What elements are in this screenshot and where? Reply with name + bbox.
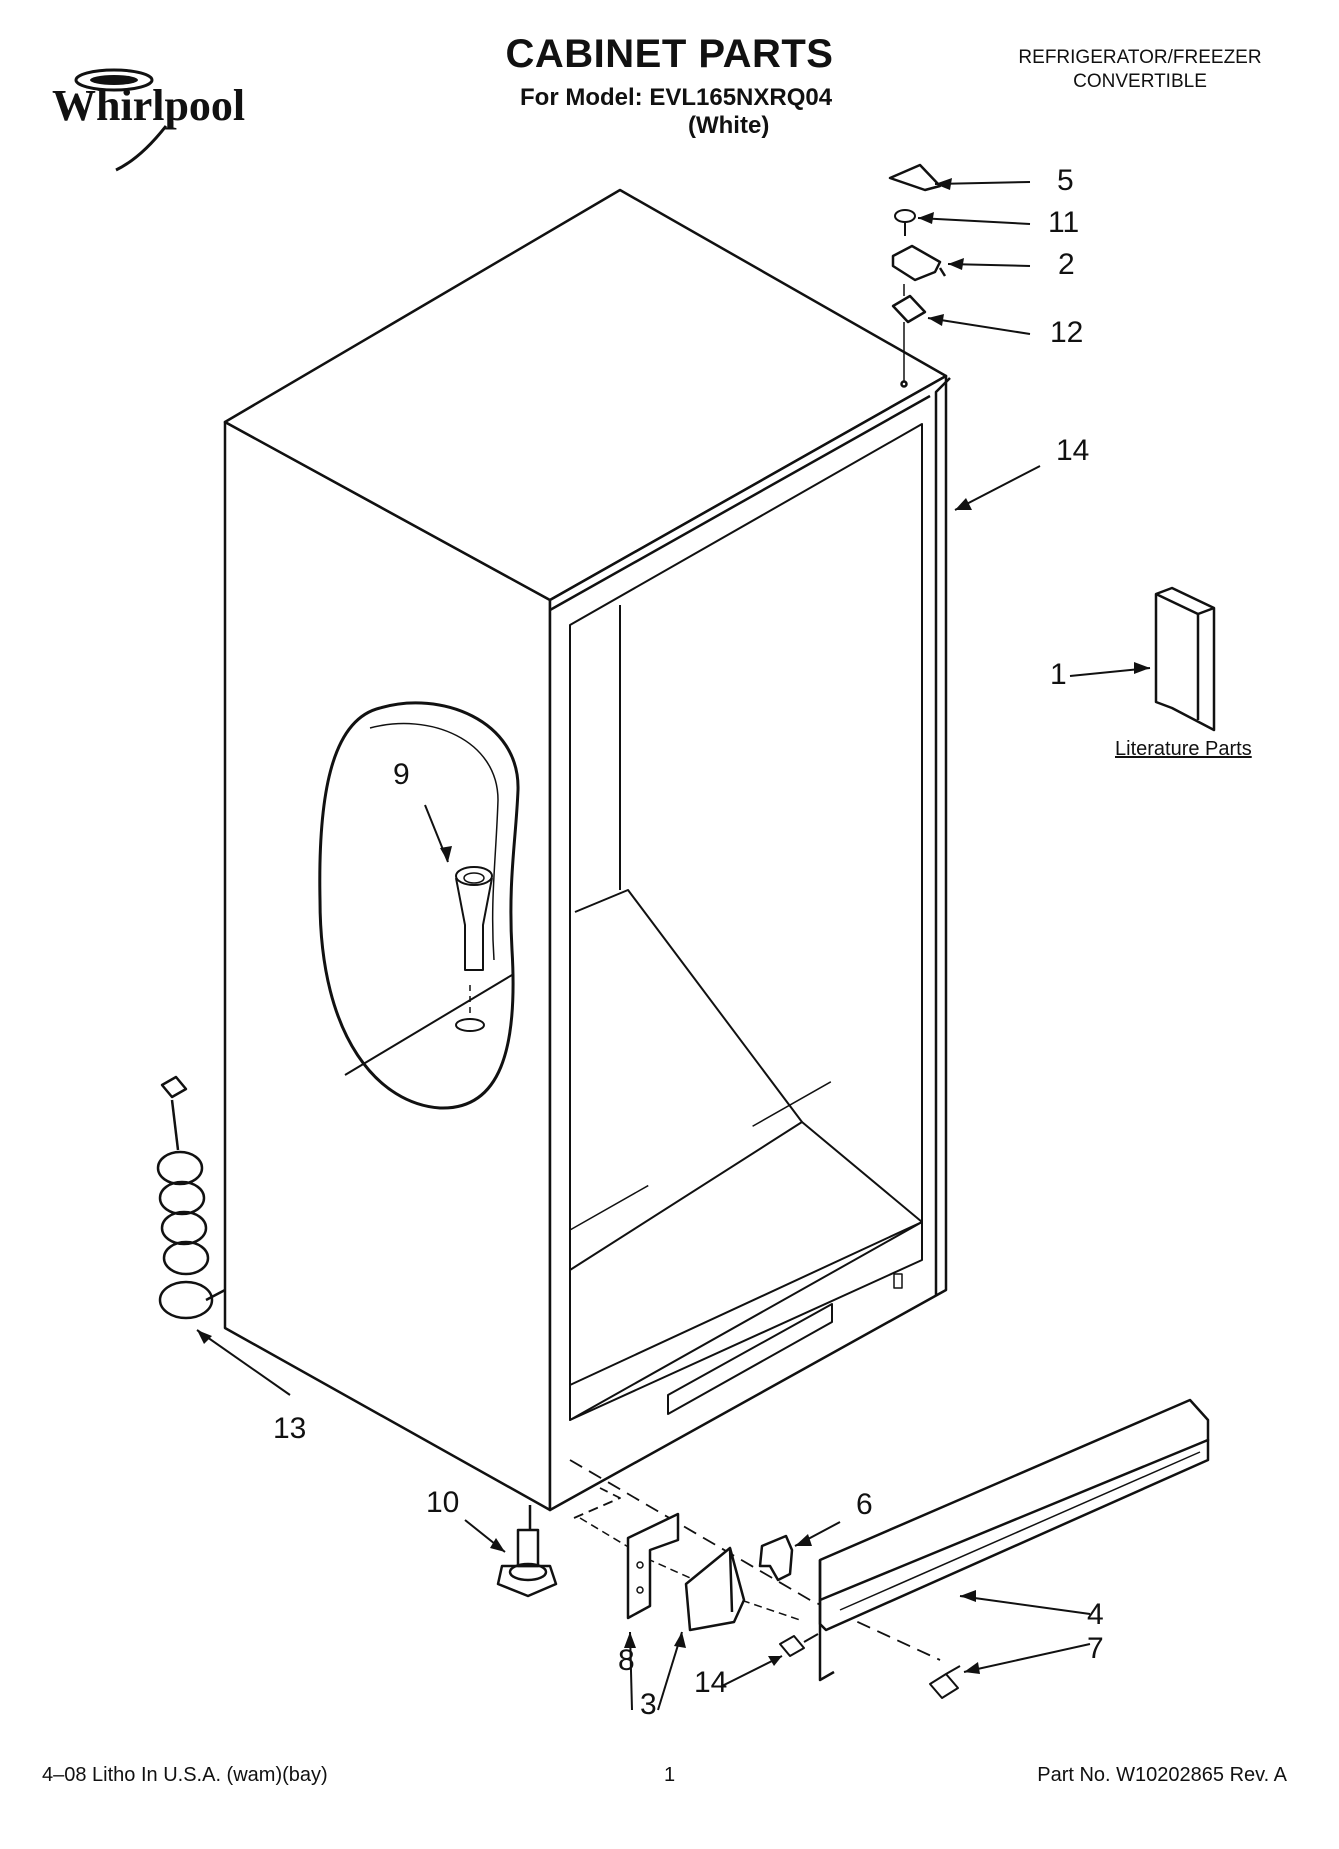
callout-14-cabinet: 14 <box>1056 434 1090 467</box>
screw-7 <box>929 1665 961 1699</box>
callout-14-screw: 14 <box>694 1666 728 1699</box>
screw-bottom <box>779 1633 819 1657</box>
callout-4: 4 <box>1087 1598 1104 1631</box>
bracket <box>626 1512 680 1620</box>
callout-5: 5 <box>1057 164 1074 197</box>
callout-12: 12 <box>1050 316 1084 349</box>
svg-text:Whirlpool: Whirlpool <box>52 81 245 130</box>
part-number: Part No. W10202865 Rev. A <box>1037 1764 1287 1786</box>
footer-litho: 4–08 Litho In U.S.A. (wam)(bay) <box>42 1764 328 1786</box>
callout-11: 11 <box>1048 206 1080 239</box>
callout-7: 7 <box>1087 1632 1104 1665</box>
callout-10: 10 <box>426 1486 460 1519</box>
model-color: (White) <box>688 112 770 139</box>
arrowheads <box>197 178 1150 1674</box>
callout-1: 1 <box>1050 658 1067 691</box>
literature-parts-label: Literature Parts <box>1115 738 1252 760</box>
whirlpool-logo: Whirlpool <box>52 68 245 172</box>
leveling-leg <box>496 1505 558 1598</box>
literature-booklet <box>1154 586 1216 732</box>
hinge-shim <box>891 294 927 324</box>
cutaway-outline <box>318 701 520 1110</box>
page-title: CABINET PARTS <box>505 32 834 76</box>
product-type: REFRIGERATOR/FREEZER CONVERTIBLE <box>980 46 1300 94</box>
clip <box>758 1534 794 1582</box>
callout-9: 9 <box>393 758 410 791</box>
top-hinge <box>891 244 942 282</box>
cabinet-left-side <box>223 420 552 1512</box>
hinge-screw <box>894 209 916 236</box>
callout-6: 6 <box>856 1488 873 1521</box>
hinge-cover <box>888 163 942 192</box>
model-number: For Model: EVL165NXRQ04 <box>520 84 833 111</box>
callout-3: 3 <box>640 1688 657 1721</box>
leader-lines <box>196 181 1151 1711</box>
power-cord <box>156 1075 226 1320</box>
product-type-line-2: CONVERTIBLE <box>1073 71 1207 92</box>
product-type-line-1: REFRIGERATOR/FREEZER <box>1018 47 1262 68</box>
drain-tube-top <box>455 866 493 886</box>
callout-8: 8 <box>618 1644 635 1677</box>
page-number: 1 <box>663 1764 676 1786</box>
callout-2: 2 <box>1058 248 1075 281</box>
toe-grille-mount <box>684 1546 746 1632</box>
callout-13: 13 <box>273 1412 307 1445</box>
